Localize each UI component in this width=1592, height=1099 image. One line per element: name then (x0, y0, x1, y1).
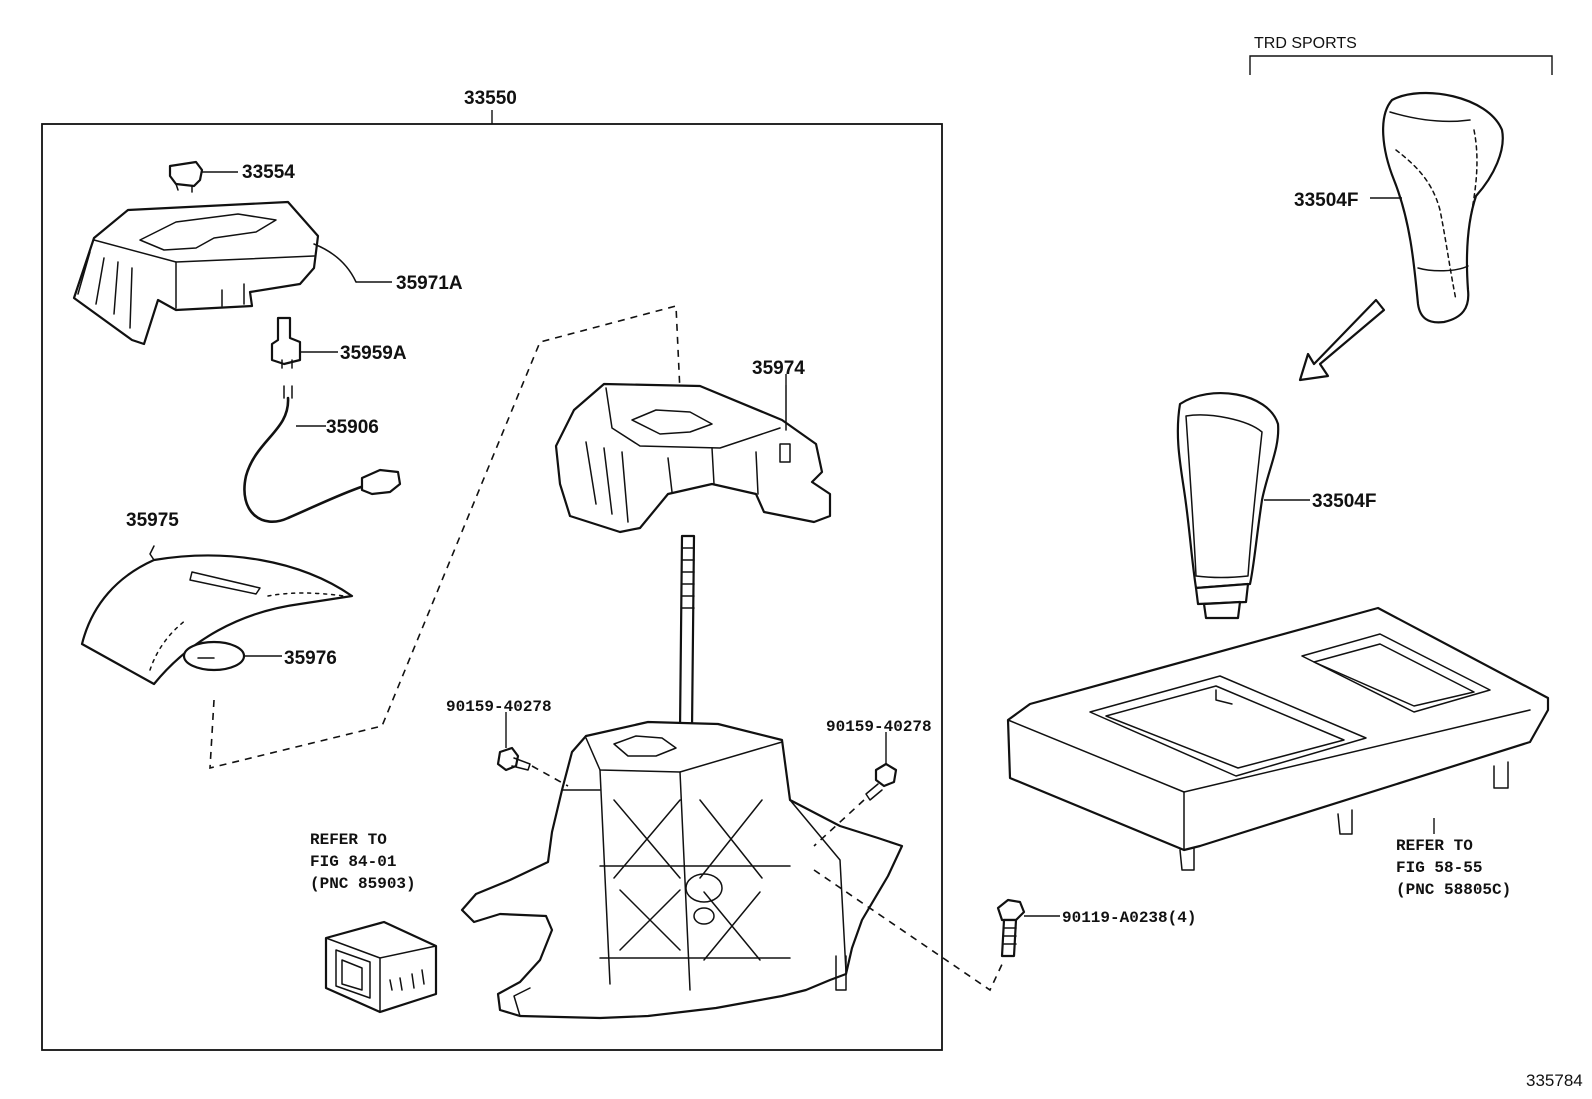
callout-35976[interactable]: 35976 (284, 648, 337, 669)
callout-35906[interactable]: 35906 (326, 417, 379, 438)
callout-33554[interactable]: 33554 (242, 162, 295, 183)
callout-35975[interactable]: 35975 (126, 510, 179, 531)
reference-58-line2[interactable]: FIG 58-55 (1396, 859, 1482, 877)
part-35975-slide-plate[interactable]: 35975 (80, 510, 354, 686)
part-33554-clip[interactable]: 33554 (168, 160, 295, 193)
reference-58-line1[interactable]: REFER TO (1396, 837, 1473, 855)
part-shift-lever-base[interactable] (460, 534, 904, 1020)
part-33504F-trd-knob[interactable]: 33504F (1294, 92, 1504, 324)
callout-33504F-mid[interactable]: 33504F (1312, 491, 1376, 512)
callout-35974[interactable]: 35974 (752, 358, 805, 379)
part-35971A-indicator-housing[interactable]: 35971A (72, 200, 463, 346)
part-35906-wire-harness[interactable]: 35906 (243, 385, 402, 523)
assembly-number-label[interactable]: 33550 (464, 88, 517, 109)
trd-sports-bracket: TRD SPORTS (1249, 35, 1553, 75)
callout-90119[interactable]: 90119-A0238(4) (1062, 909, 1196, 927)
reference-58-line3[interactable]: (PNC 58805C) (1396, 881, 1511, 899)
reference-84-line3[interactable]: (PNC 85903) (310, 875, 416, 893)
part-90119-bolt[interactable]: 90119-A0238(4) (813, 869, 1196, 992)
reference-84-line2[interactable]: FIG 84-01 (310, 853, 396, 871)
part-90159-bolt-left[interactable]: 90159-40278 (446, 698, 569, 787)
callout-35959A[interactable]: 35959A (340, 343, 407, 364)
variant-header-label: TRD SPORTS (1254, 35, 1357, 52)
part-35974-cover[interactable]: 35974 (554, 358, 832, 534)
callout-90159-right[interactable]: 90159-40278 (826, 718, 932, 736)
diagram-id-label: 335784 (1526, 1071, 1583, 1090)
reference-84-line1[interactable]: REFER TO (310, 831, 387, 849)
part-computer-module-reference[interactable]: REFER TO FIG 84-01 (PNC 85903) (310, 831, 438, 1014)
assembly-dashed-connector (209, 304, 681, 770)
part-35959A-socket[interactable]: 35959A (270, 316, 407, 369)
part-console-panel-reference[interactable]: REFER TO FIG 58-55 (PNC 58805C) (1006, 606, 1550, 899)
part-35976-plate[interactable]: 35976 (182, 640, 337, 672)
part-33504F-standard-knob[interactable]: 33504F (1176, 392, 1377, 620)
part-90159-bolt-right[interactable]: 90159-40278 (813, 718, 932, 847)
replacement-arrow (1298, 298, 1386, 382)
callout-33504F-top[interactable]: 33504F (1294, 190, 1358, 211)
callout-35971A[interactable]: 35971A (396, 273, 463, 294)
callout-90159-left[interactable]: 90159-40278 (446, 698, 552, 716)
assembly-33550-frame: 33550 (41, 88, 943, 1051)
